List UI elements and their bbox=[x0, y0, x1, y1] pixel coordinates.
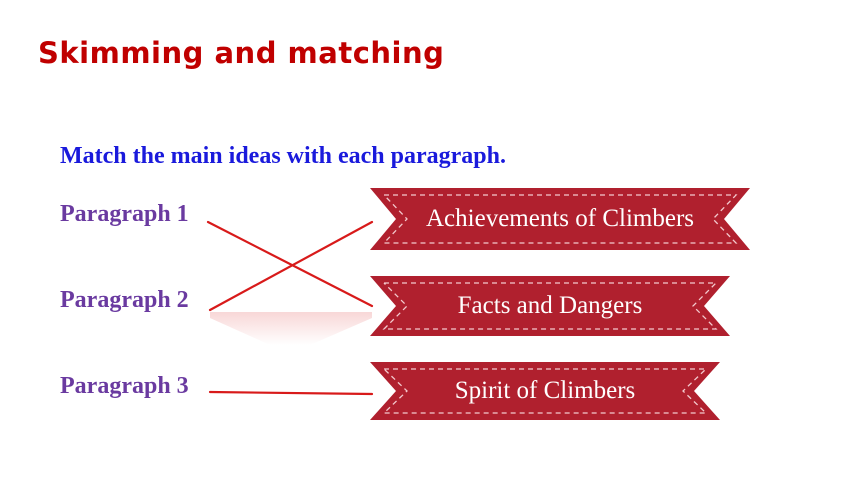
match-line-paragraph-2 bbox=[208, 220, 374, 312]
main-idea-label: Spirit of Climbers bbox=[454, 377, 636, 404]
ribbon-shape bbox=[370, 362, 720, 420]
main-idea-label: Achievements of Climbers bbox=[426, 205, 694, 232]
main-idea-banner-1: Achievements of Climbers bbox=[370, 188, 750, 250]
paragraph-1-label: Paragraph 1 bbox=[60, 201, 189, 227]
match-line-paragraph-1 bbox=[206, 220, 374, 308]
main-idea-label: Facts and Dangers bbox=[457, 292, 643, 319]
ribbon-shape bbox=[370, 188, 750, 250]
match-line-paragraph-3 bbox=[208, 390, 374, 396]
ribbon-shape bbox=[370, 276, 730, 336]
paragraph-2-label: Paragraph 2 bbox=[60, 287, 189, 313]
slide-title: Skimming and matching bbox=[38, 36, 445, 70]
line-reflection bbox=[210, 312, 372, 345]
instruction-text: Match the main ideas with each paragraph… bbox=[60, 143, 506, 169]
main-idea-banner-2: Facts and Dangers bbox=[370, 276, 730, 336]
main-idea-banner-3: Spirit of Climbers bbox=[370, 362, 720, 420]
paragraph-3-label: Paragraph 3 bbox=[60, 373, 189, 399]
